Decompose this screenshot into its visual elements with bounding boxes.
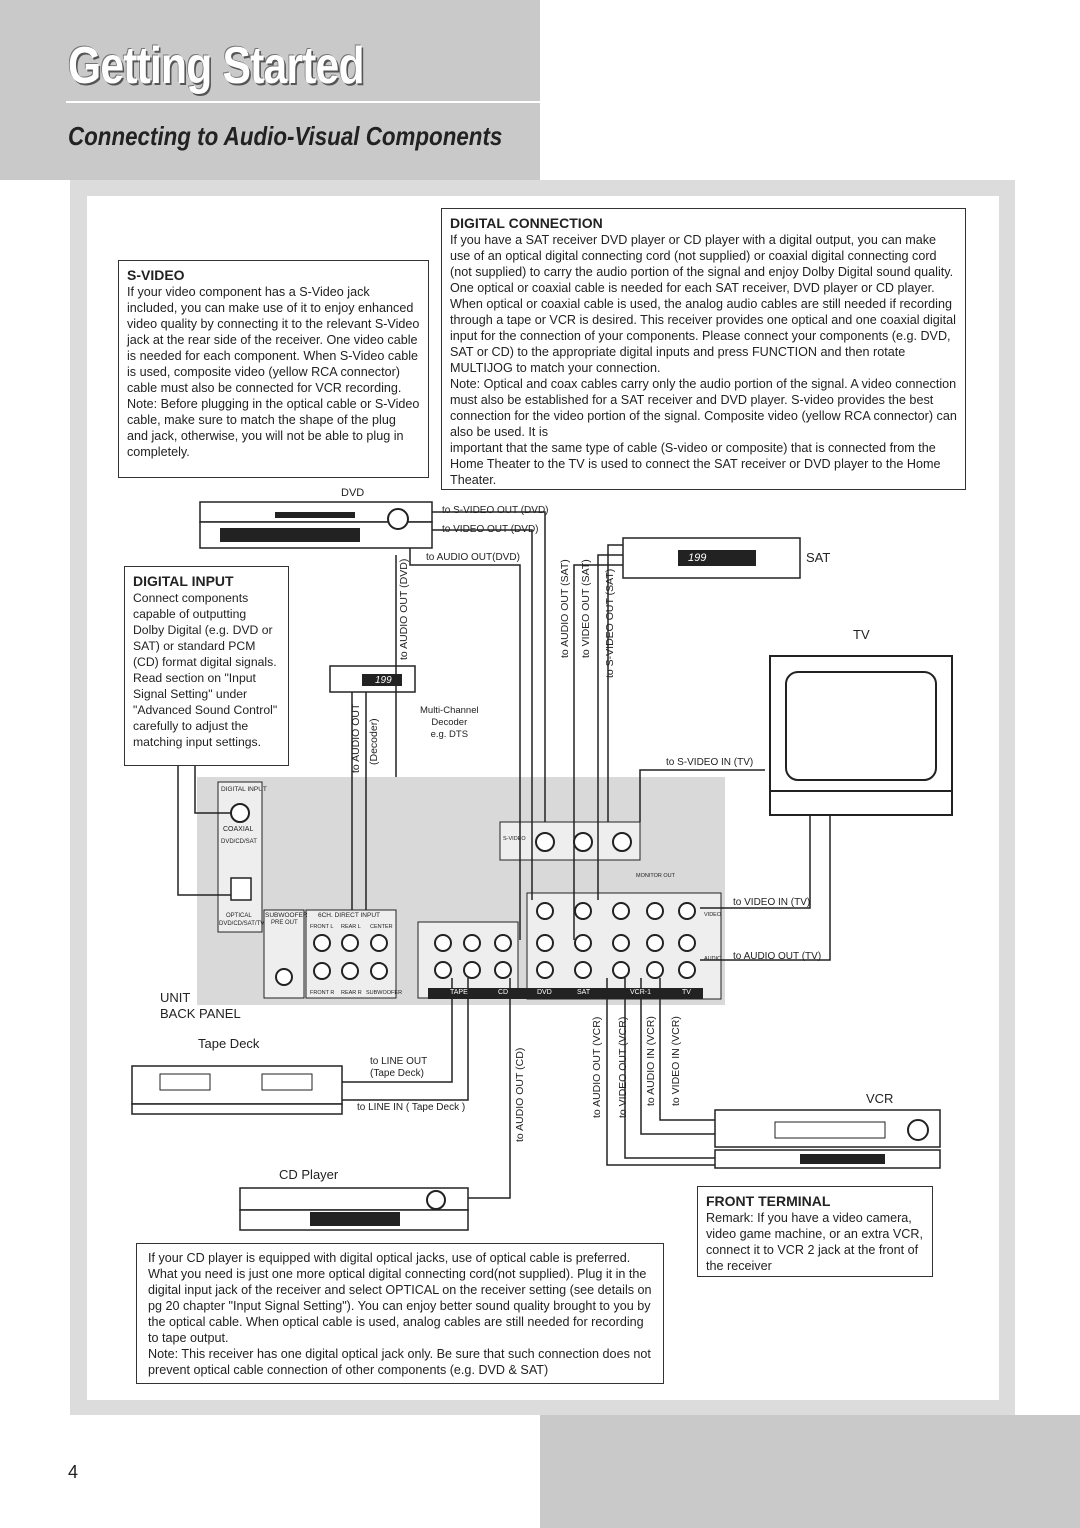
jack-group-sat: SAT	[577, 989, 591, 996]
panel-coaxial: COAXIAL	[223, 826, 254, 833]
cd-optical-note-box: If your CD player is equipped with digit…	[136, 1243, 664, 1384]
svideo-out-sat-label: to S-VIDEO OUT (SAT)	[604, 568, 616, 678]
panel-rear-l: REAR L	[341, 924, 361, 930]
jack-group-vcr1: VCR-1	[630, 989, 652, 996]
line-in-tape-label: to LINE IN ( Tape Deck )	[357, 1102, 466, 1113]
digital-input-heading: DIGITAL INPUT	[133, 573, 234, 589]
audio-out-tv-label: to AUDIO OUT (TV)	[733, 951, 822, 962]
jack-group-dvd: DVD	[537, 989, 552, 996]
front-terminal-body: Remark: If you have a video camera, vide…	[706, 1211, 923, 1273]
digital-connection-body: If you have a SAT receiver DVD player or…	[450, 233, 956, 375]
cd-player-label: CD Player	[279, 1167, 339, 1182]
video-out-dvd-label: to VIDEO OUT (DVD)	[442, 524, 539, 535]
tv-illustration	[769, 655, 953, 816]
panel-svideo: S-VIDEO	[503, 836, 526, 842]
page-number: 4	[68, 1462, 79, 1482]
panel-subwoofer-pre: SUBWOOFER	[265, 912, 308, 919]
panel-digital-input: DIGITAL INPUT	[221, 786, 267, 793]
panel-video: VIDEO	[704, 912, 722, 918]
unit-label: UNIT	[160, 990, 191, 1005]
jack-group-tape: TAPE	[450, 989, 468, 996]
direct-input-jacks	[263, 909, 397, 999]
video-out-vcr-label: to VIDEO OUT (VCR)	[617, 1016, 629, 1118]
dvd-label: DVD	[341, 487, 365, 499]
audio-out-dvd-label: to AUDIO OUT(DVD)	[426, 552, 520, 563]
back-panel-label: BACK PANEL	[160, 1006, 241, 1021]
decoder-label: Multi-Channel Decoder e.g. DTS	[420, 705, 479, 740]
front-terminal-box: FRONT TERMINAL Remark: If you have a vid…	[697, 1186, 933, 1277]
svideo-body: If your video component has a S-Video ja…	[127, 285, 420, 459]
audio-out-decoder-label: to AUDIO OUT	[350, 703, 362, 773]
digital-connection-heading: DIGITAL CONNECTION	[450, 215, 603, 231]
page-title: Getting Started	[68, 37, 364, 95]
cd-optical-note: Note: This receiver has one digital opti…	[148, 1347, 651, 1377]
decoder-illustration	[329, 665, 416, 693]
panel-center: CENTER	[370, 924, 393, 930]
video-out-sat-label: to VIDEO OUT (SAT)	[580, 559, 592, 658]
section-title: Connecting to Audio-Visual Components	[68, 121, 503, 151]
vcr-illustration	[714, 1109, 941, 1169]
vcr-label: VCR	[866, 1091, 894, 1106]
panel-pre-out: PRE OUT	[271, 920, 298, 926]
video-in-vcr-label: to VIDEO IN (VCR)	[670, 1016, 682, 1106]
line-out-tape-label: to LINE OUT (Tape Deck)	[370, 1056, 428, 1079]
tv-label: TV	[853, 627, 870, 642]
digital-input-box: DIGITAL INPUT Connect components capable…	[124, 566, 289, 766]
front-terminal-heading: FRONT TERMINAL	[706, 1193, 831, 1209]
decoder-paren-label: (Decoder)	[368, 718, 380, 765]
panel-subwoofer: SUBWOOFER	[366, 990, 403, 996]
panel-front-l: FRONT L	[310, 924, 334, 930]
svideo-heading: S-VIDEO	[127, 267, 185, 283]
jack-group-tv: TV	[682, 989, 691, 996]
panel-audio: AUDIO	[704, 956, 722, 962]
svideo-note-box: S-VIDEO If your video component has a S-…	[118, 260, 429, 478]
sat-receiver-illustration	[622, 537, 801, 579]
connection-wires	[177, 511, 831, 1199]
digital-connection-box: DIGITAL CONNECTION If you have a SAT rec…	[441, 208, 966, 490]
svideo-in-tv-label: to S-VIDEO IN (TV)	[666, 757, 754, 768]
audio-in-vcr-label: to AUDIO IN (VCR)	[645, 1016, 657, 1106]
sat-label: SAT	[806, 550, 831, 565]
title-rule	[66, 101, 540, 103]
digital-input-jacks	[217, 781, 263, 933]
audio-out-vcr-label: to AUDIO OUT (VCR)	[591, 1016, 603, 1118]
tape-deck-illustration	[131, 1065, 343, 1115]
svideo-jacks	[499, 821, 641, 861]
video-in-tv-label: to VIDEO IN (TV)	[733, 897, 811, 908]
jack-group-cd: CD	[498, 989, 509, 996]
audio-out-dvd-vertical-label: to AUDIO OUT (DVD)	[398, 558, 410, 660]
tape-deck-label: Tape Deck	[198, 1036, 260, 1051]
header-band	[0, 0, 540, 180]
panel-coax-sources: DVD/CD/SAT	[221, 839, 257, 845]
footer-band	[540, 1415, 1080, 1528]
sat-display: 199	[688, 552, 707, 564]
audio-out-cd-label: to AUDIO OUT (CD)	[514, 1047, 526, 1142]
digital-input-body: Connect components capable of outputting…	[133, 591, 278, 749]
panel-optical: OPTICAL	[226, 913, 252, 919]
dvd-player-illustration	[199, 501, 433, 549]
svideo-out-dvd-label: to S-VIDEO OUT (DVD)	[442, 505, 549, 516]
cd-optical-body: If your CD player is equipped with digit…	[148, 1251, 652, 1345]
panel-optical-sources: DVD/CD/SAT/TV	[219, 921, 265, 927]
cd-player-illustration	[239, 1187, 469, 1231]
decoder-display: 199	[375, 675, 392, 686]
panel-direct-input: 6CH. DIRECT INPUT	[318, 912, 380, 919]
digital-connection-note: Note: Optical and coax cables carry only…	[450, 377, 957, 439]
av-jacks	[428, 892, 722, 1000]
panel-rear-r: REAR R	[341, 990, 362, 996]
audio-out-sat-label: to AUDIO OUT (SAT)	[559, 559, 571, 658]
panel-monitor-out: MONITOR OUT	[636, 873, 676, 879]
panel-front-r: FRONT R	[310, 990, 335, 996]
digital-connection-note-2: important that the same type of cable (S…	[450, 441, 941, 487]
